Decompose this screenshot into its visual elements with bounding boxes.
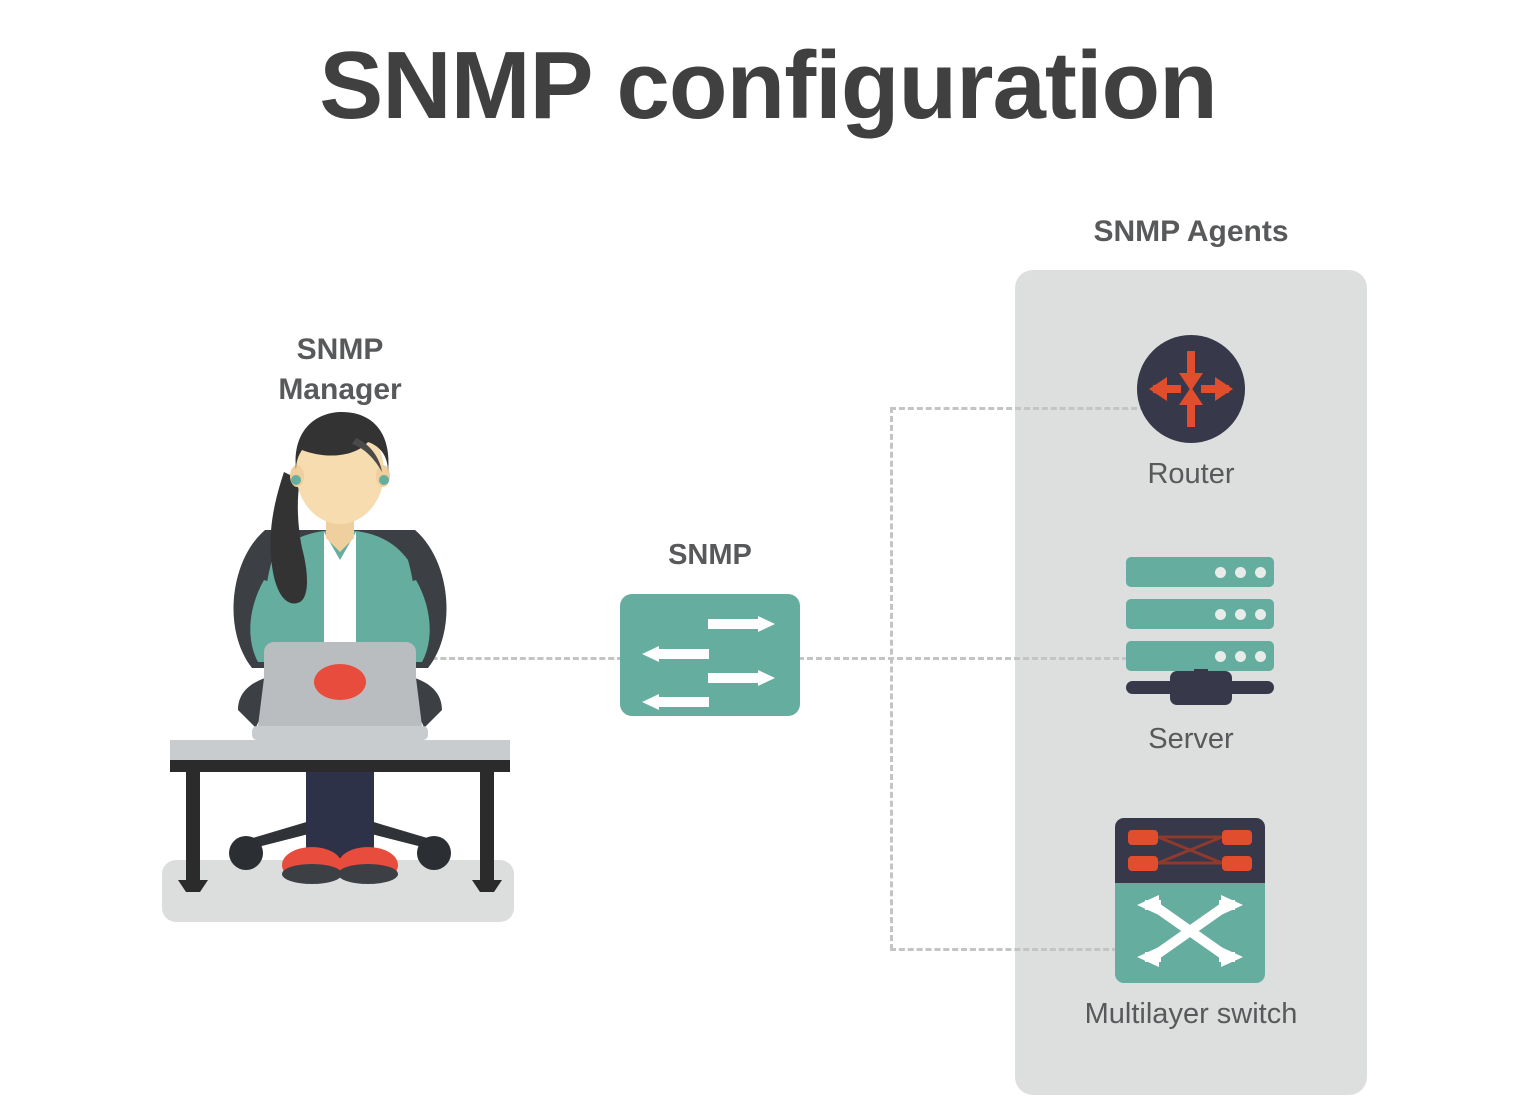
switch-port: [1128, 856, 1158, 871]
connector-trunk-to-router: [890, 407, 1155, 410]
connector-manager-to-snmp: [405, 657, 623, 660]
server-bar: [1126, 557, 1274, 587]
server-icon: [1126, 557, 1274, 707]
switch-port: [1128, 830, 1158, 845]
snmp-protocol-box: [620, 594, 800, 716]
switch-cross-arrows-icon: [1137, 895, 1243, 967]
server-hub: [1170, 671, 1232, 705]
person-at-desk-icon: [162, 412, 514, 922]
snmp-agents-heading: SNMP Agents: [1093, 215, 1289, 248]
router-arrows-icon: [1149, 351, 1233, 427]
switch-port: [1222, 830, 1252, 845]
server-bar: [1126, 599, 1274, 629]
snmp-manager-heading-line1: SNMP: [296, 333, 384, 366]
switch-crosslinks-icon: [1157, 835, 1223, 865]
server-bar: [1126, 641, 1274, 671]
page-title: SNMP configuration: [319, 32, 1218, 139]
multilayer-switch-label: Multilayer switch: [1084, 998, 1298, 1030]
server-label: Server: [1148, 723, 1234, 755]
snmp-protocol-heading: SNMP: [668, 539, 752, 571]
snmp-manager-illustration: [160, 410, 520, 930]
connector-snmp-to-agents: [798, 657, 1128, 660]
snmp-manager-heading: SNMP Manager: [175, 330, 505, 409]
connector-agents-trunk: [890, 407, 893, 950]
switch-port: [1222, 856, 1252, 871]
snmp-manager-heading-line2: Manager: [278, 372, 402, 406]
multilayer-switch-icon: [1115, 818, 1265, 983]
connector-trunk-to-switch: [890, 948, 1118, 951]
router-label: Router: [1147, 458, 1235, 490]
router-icon: [1137, 335, 1245, 443]
